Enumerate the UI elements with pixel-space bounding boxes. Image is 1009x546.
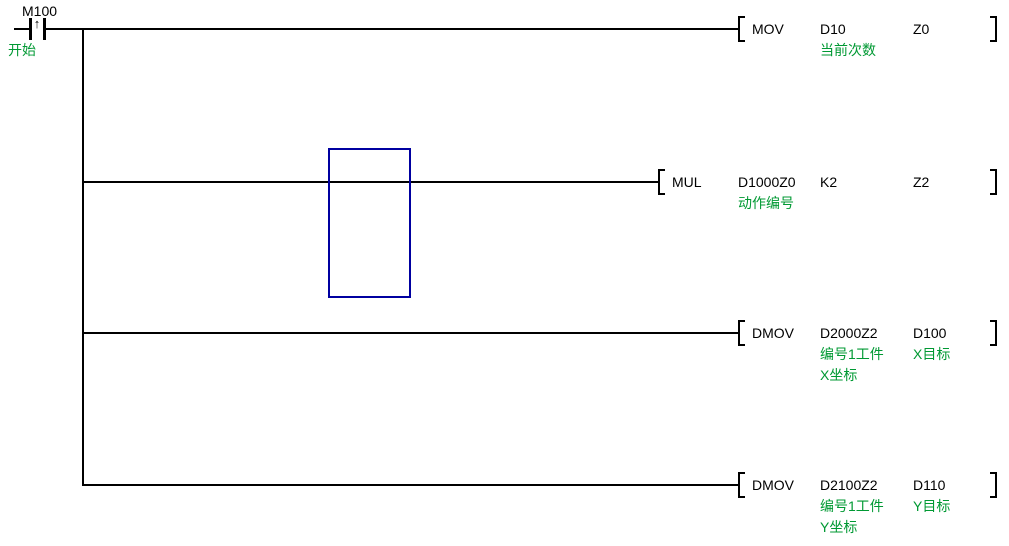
rung-4-instruction[interactable]: DMOV [752, 477, 794, 493]
rung-4-open-bracket [738, 472, 745, 498]
rung-2-instruction[interactable]: MUL [672, 174, 702, 190]
rung-1-open-bracket [738, 16, 745, 42]
rung-3-open-bracket [738, 320, 745, 346]
edit-selection-cursor[interactable] [328, 148, 411, 298]
rising-edge-arrow-icon: ↑ [33, 16, 41, 31]
rung-2-wire [82, 181, 658, 183]
rung-3-device-comment-3: X坐标 [820, 367, 858, 383]
rung-1-instruction[interactable]: MOV [752, 21, 784, 37]
rung-1-operand-1[interactable]: D10 [820, 21, 846, 37]
rung-3-close-bracket [990, 320, 997, 346]
left-branch-rail [82, 28, 84, 486]
rung-2-open-bracket [658, 169, 665, 195]
rung-4-device-comment-1: 编号1工件 [820, 498, 884, 514]
rung-2-operand-3[interactable]: Z2 [913, 174, 930, 190]
rung-3-device-comment-1: 编号1工件 [820, 346, 884, 362]
rung-2-close-bracket [990, 169, 997, 195]
rung-4-close-bracket [990, 472, 997, 498]
rung-2-operand-1[interactable]: D1000Z0 [738, 174, 796, 190]
contact-right-bar [43, 18, 46, 40]
contact-label: M100 [22, 3, 58, 19]
rung-2-operand-2[interactable]: K2 [820, 174, 838, 190]
rung-3-operand-1[interactable]: D2000Z2 [820, 325, 878, 341]
rung-4-wire [82, 484, 738, 486]
rung-1-wire [46, 28, 738, 30]
rung-3-instruction[interactable]: DMOV [752, 325, 794, 341]
rung-1-close-bracket [990, 16, 997, 42]
rung-4-device-comment-2: Y目标 [913, 498, 951, 514]
rung-4-device-comment-3: Y坐标 [820, 519, 858, 535]
contact-left-bar [29, 18, 32, 40]
contact-left-lead-wire [14, 28, 29, 30]
rung-1-device-comment: 当前次数 [820, 42, 876, 58]
rung-4-operand-1[interactable]: D2100Z2 [820, 477, 878, 493]
rung-3-device-comment-2: X目标 [913, 346, 951, 362]
rung-3-operand-2[interactable]: D100 [913, 325, 947, 341]
rung-4-operand-2[interactable]: D110 [913, 477, 946, 493]
rung-2-device-comment: 动作编号 [738, 195, 794, 211]
rung-3-wire [82, 332, 738, 334]
contact-comment: 开始 [8, 42, 36, 58]
rung-1-operand-2[interactable]: Z0 [913, 21, 930, 37]
